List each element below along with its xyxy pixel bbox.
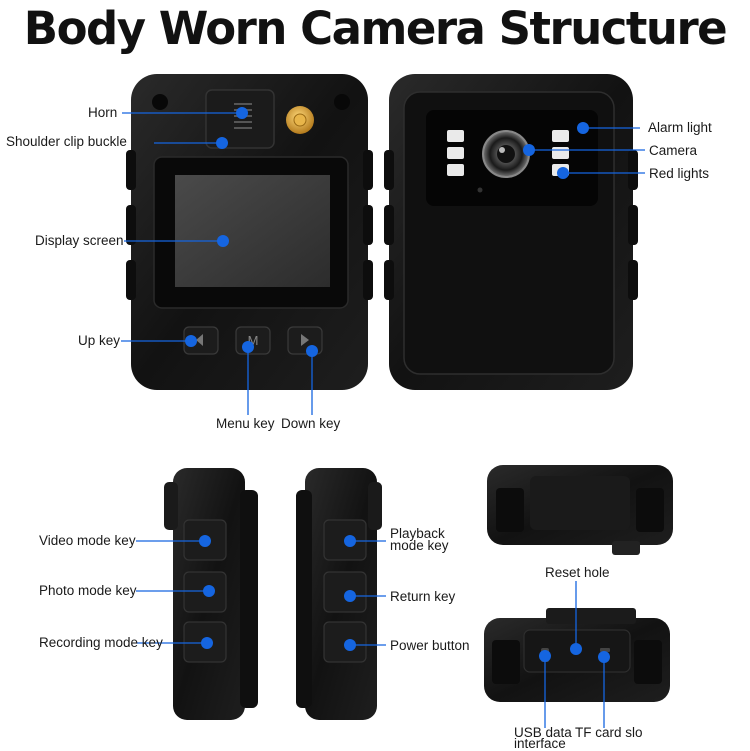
back-view — [384, 74, 638, 390]
marker-dots — [185, 107, 610, 663]
label-photo-mode-key: Photo mode key — [39, 583, 137, 598]
bottom-view — [484, 608, 670, 702]
label-playback-mode-key-line2: mode key — [390, 538, 449, 553]
label-display-screen: Display screen — [35, 233, 124, 248]
label-usb-data-interface-line1: USB data — [514, 725, 572, 740]
right-side-view — [296, 468, 382, 720]
menu-button-glyph: M — [248, 333, 259, 348]
label-up-key: Up key — [78, 333, 121, 348]
front-view — [126, 74, 373, 390]
label-horn: Horn — [88, 105, 118, 120]
label-menu-key: Menu key — [216, 416, 275, 431]
label-camera: Camera — [649, 143, 698, 158]
label-tf-card-slot: TF card slo — [575, 725, 643, 740]
label-power-button: Power button — [390, 638, 470, 653]
label-return-key: Return key — [390, 589, 456, 604]
label-playback-mode-key-line1: Playback — [390, 526, 445, 541]
label-reset-hole: Reset hole — [545, 565, 610, 580]
label-recording-mode-key: Recording mode key — [39, 635, 163, 650]
leader-lines — [121, 112, 645, 728]
top-view — [487, 465, 673, 555]
label-shoulder-clip-buckle: Shoulder clip buckle — [6, 134, 127, 149]
label-alarm-light: Alarm light — [648, 120, 712, 135]
page-title: Body Worn Camera Structure — [23, 2, 728, 55]
label-usb-data-interface-line2: interface — [514, 736, 566, 751]
label-video-mode-key: Video mode key — [39, 533, 136, 548]
label-red-lights: Red lights — [649, 166, 710, 181]
label-down-key: Down key — [281, 416, 341, 431]
